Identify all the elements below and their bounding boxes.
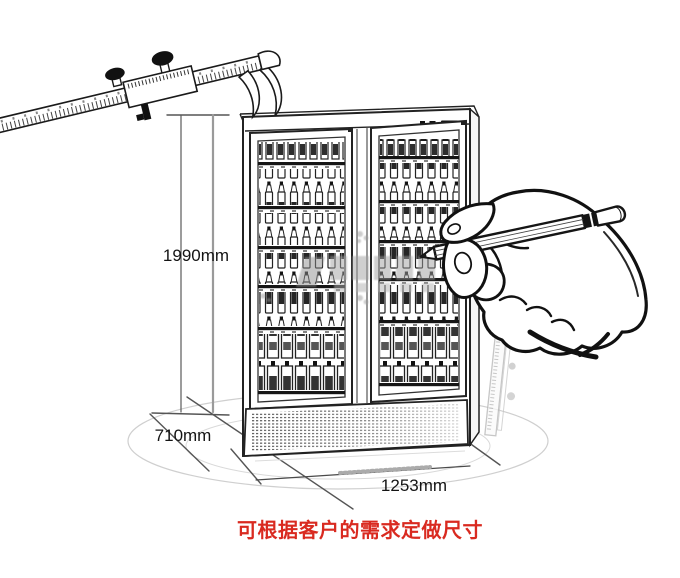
customization-caption: 可根据客户的需求定做尺寸 (237, 520, 483, 542)
thumb-nail (453, 251, 473, 275)
index-nail (447, 223, 461, 235)
height-dimension-label: 1990mm (162, 246, 230, 265)
depth-dimension-label: 710mm (154, 426, 212, 445)
watermark (260, 231, 435, 305)
wrist-line-2 (578, 332, 610, 357)
pencil-eraser (593, 205, 627, 227)
width-dimension-label: 1253mm (380, 476, 448, 495)
pencil (419, 205, 627, 261)
hand-holding-pencil-illustration (419, 188, 648, 360)
base-ventilation-grille (243, 399, 469, 462)
two-door-display-cooler-illustration (239, 105, 480, 462)
vernier-caliper-illustration (0, 50, 283, 134)
dimension-lines (149, 113, 501, 510)
wrist-line (527, 329, 599, 360)
